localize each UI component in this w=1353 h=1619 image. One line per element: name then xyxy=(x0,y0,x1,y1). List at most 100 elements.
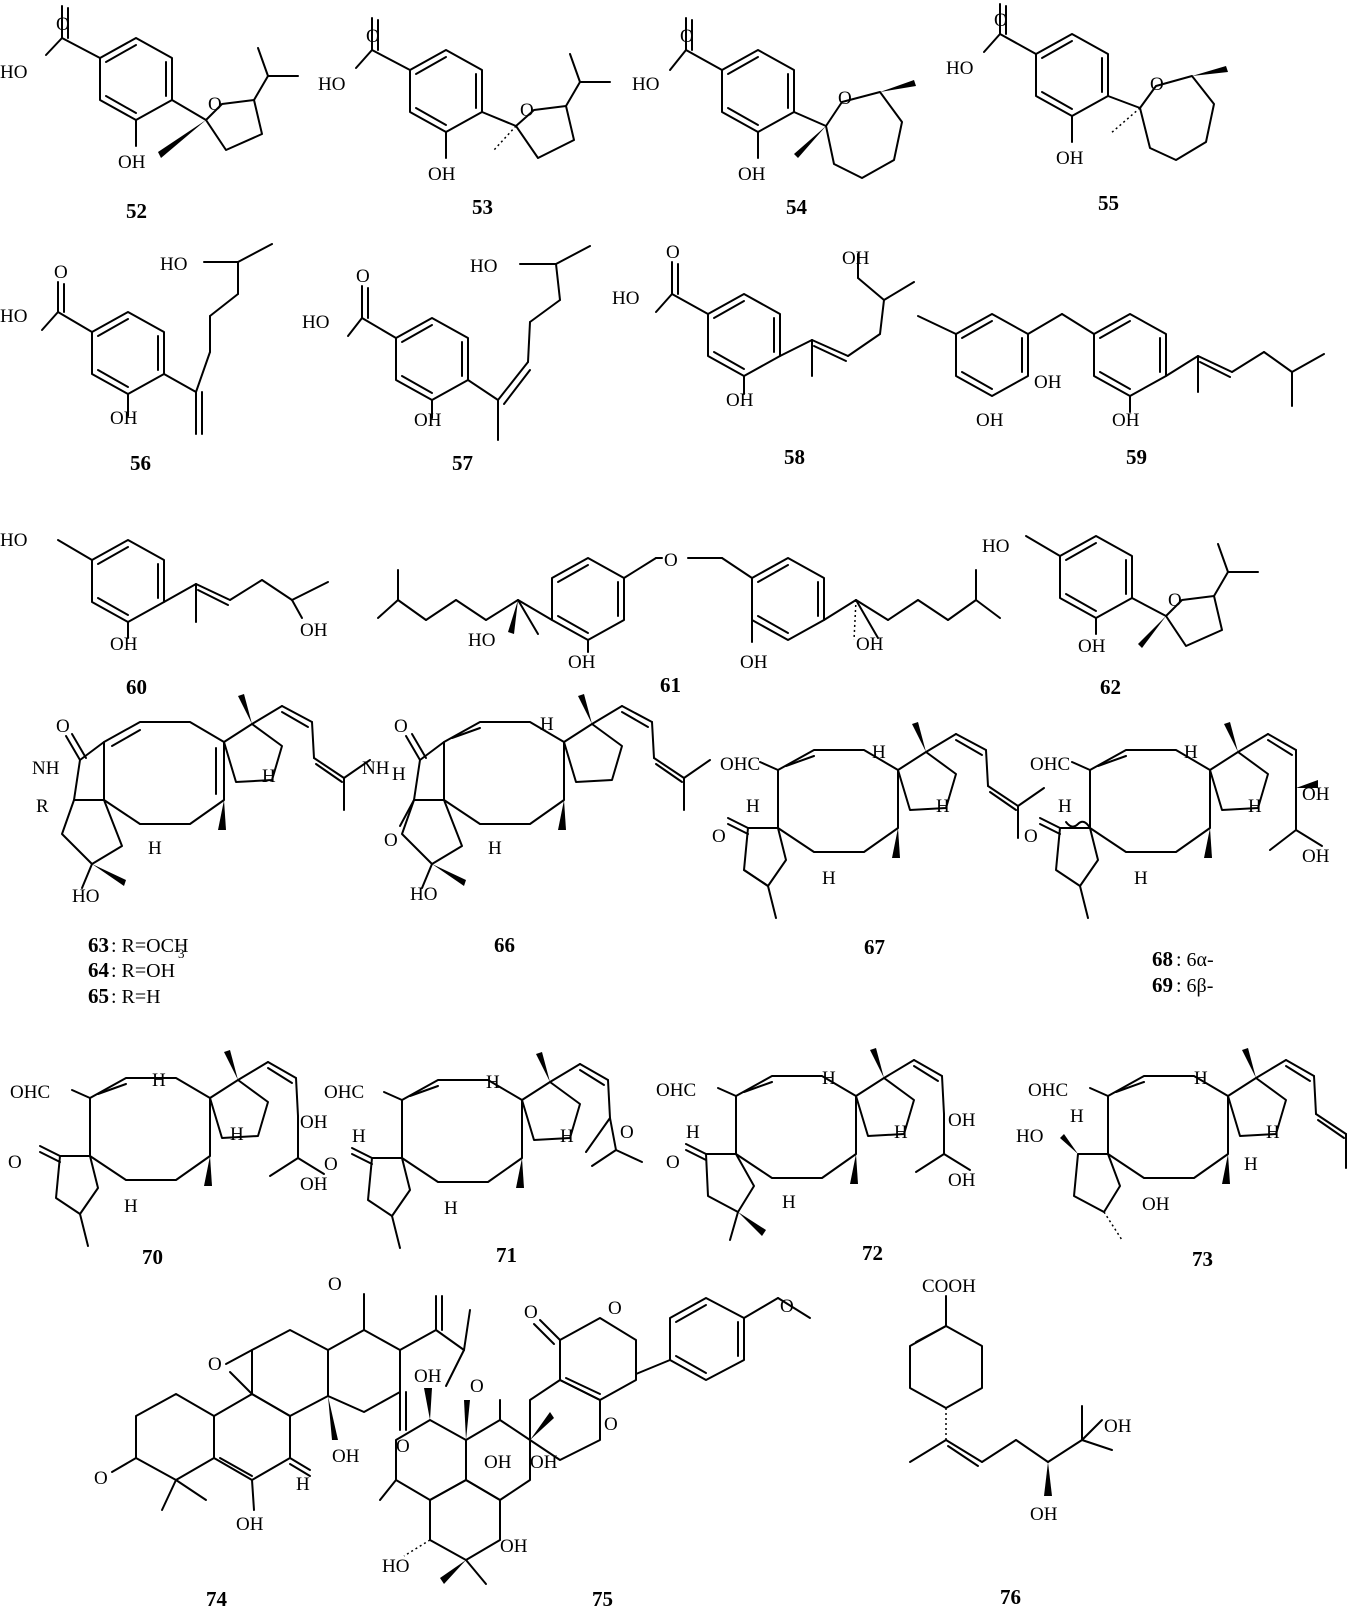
compound-number: 75 xyxy=(592,1587,613,1611)
compound-76-structure xyxy=(909,1295,1113,1496)
compound-number: 76 xyxy=(1000,1585,1021,1609)
label-oh: OH xyxy=(1104,1416,1132,1437)
label-cooh: COOH xyxy=(922,1276,976,1297)
label-o: O xyxy=(1168,590,1182,611)
label-o: O xyxy=(56,14,70,35)
label-h: H xyxy=(152,1070,166,1091)
label-o: O xyxy=(524,1302,538,1323)
label-o: O xyxy=(608,1298,622,1319)
label-h: H xyxy=(1134,868,1148,889)
label-oh: OH xyxy=(110,634,138,655)
label-o: O xyxy=(604,1414,618,1435)
label-o: O xyxy=(208,1354,222,1375)
label-o: O xyxy=(470,1376,484,1397)
label-oh: OH xyxy=(414,410,442,431)
compound-number: 55 xyxy=(1098,191,1119,215)
label-h: H xyxy=(1244,1154,1258,1175)
compound-number: 67 xyxy=(864,935,885,959)
compound-number: 59 xyxy=(1126,445,1147,469)
label-ho: HO xyxy=(946,58,973,79)
compound-number: 65 xyxy=(88,984,109,1008)
label-nh: NH xyxy=(32,758,60,779)
compound-52-structure xyxy=(45,5,299,158)
label-o: O xyxy=(838,88,852,109)
label-h: H xyxy=(392,764,406,785)
compound-59-structure xyxy=(917,313,1325,413)
label-oh: OH xyxy=(236,1514,264,1535)
label-o: O xyxy=(664,550,678,571)
stereo-note: : 6β- xyxy=(1176,975,1213,997)
compound-number: 63 xyxy=(88,933,109,957)
compound-number: 66 xyxy=(494,933,515,957)
label-ho: HO xyxy=(612,288,639,309)
label-ho: HO xyxy=(1016,1126,1043,1147)
compound-71-structure xyxy=(351,1052,643,1249)
compound-54-structure xyxy=(669,17,916,179)
compound-number: 69 xyxy=(1152,973,1173,997)
compound-73-structure xyxy=(1060,1048,1347,1241)
label-oh: OH xyxy=(1030,1504,1058,1525)
label-ohc: OHC xyxy=(1028,1080,1068,1101)
label-h: H xyxy=(560,1126,574,1147)
compound-60-structure xyxy=(57,539,329,639)
label-o: H xyxy=(296,1474,310,1495)
label-ohc: OHC xyxy=(1030,754,1070,775)
label-oh: OH xyxy=(568,652,596,673)
label-ho: HO xyxy=(468,630,495,651)
compound-number: 54 xyxy=(786,195,808,219)
label-h: H xyxy=(540,714,554,735)
label-oh: OH xyxy=(1302,846,1330,867)
compound-67-structure xyxy=(727,722,1045,919)
label-ho: HO xyxy=(0,306,27,327)
label-h: H xyxy=(1194,1068,1208,1089)
label-o: O xyxy=(366,26,380,47)
label-oh: OH xyxy=(500,1536,528,1557)
label-o: O xyxy=(328,1274,342,1295)
label-h: OH xyxy=(332,1446,360,1467)
r-group-note: : R=H xyxy=(111,986,161,1008)
compound-70-structure xyxy=(39,1050,325,1247)
label-o: O xyxy=(208,94,222,115)
compound-62-structure xyxy=(1025,535,1259,648)
label-oh: OH xyxy=(118,152,146,173)
label-oh: OH xyxy=(726,390,754,411)
label-h: H xyxy=(872,742,886,763)
label-h: H xyxy=(352,1126,366,1147)
label-h: H xyxy=(936,796,950,817)
label-h: H xyxy=(782,1192,796,1213)
label-oh: OH xyxy=(976,410,1004,431)
compound-number: 73 xyxy=(1192,1247,1213,1271)
compound-61-structure xyxy=(377,557,1001,653)
label-h: H xyxy=(262,766,276,787)
label-ho: HO xyxy=(160,254,187,275)
compound-55-structure xyxy=(983,3,1228,161)
compound-56-structure xyxy=(41,243,273,435)
label-ho: HO xyxy=(318,74,345,95)
label-o: O xyxy=(396,1436,410,1457)
label-h: H xyxy=(686,1122,700,1143)
label-o: O xyxy=(8,1152,22,1173)
label-ohc: OHC xyxy=(720,754,760,775)
label-h: H xyxy=(822,868,836,889)
compound-72-structure xyxy=(685,1048,971,1241)
stereo-note: : 6α- xyxy=(1176,949,1214,971)
label-o: O xyxy=(1024,826,1038,847)
compound-number: 56 xyxy=(130,451,151,475)
label-o: O xyxy=(666,1152,680,1173)
compound-number: 53 xyxy=(472,195,493,219)
compound-number: 71 xyxy=(496,1243,517,1267)
label-h: H xyxy=(1070,1106,1084,1127)
label-oh: OH xyxy=(740,652,768,673)
label-h: H xyxy=(444,1198,458,1219)
label-ho: HO xyxy=(0,62,27,83)
label-oh: OH xyxy=(948,1110,976,1131)
label-ho: HO xyxy=(0,530,27,551)
compound-66-structure xyxy=(399,694,711,889)
label-oh: OH xyxy=(1078,636,1106,657)
r-group-note: : R=OH xyxy=(111,960,175,982)
label-ho: HO xyxy=(410,884,437,905)
compound-number: 72 xyxy=(862,1241,883,1265)
label-o: O xyxy=(520,100,534,121)
label-oh: OH xyxy=(842,248,870,269)
